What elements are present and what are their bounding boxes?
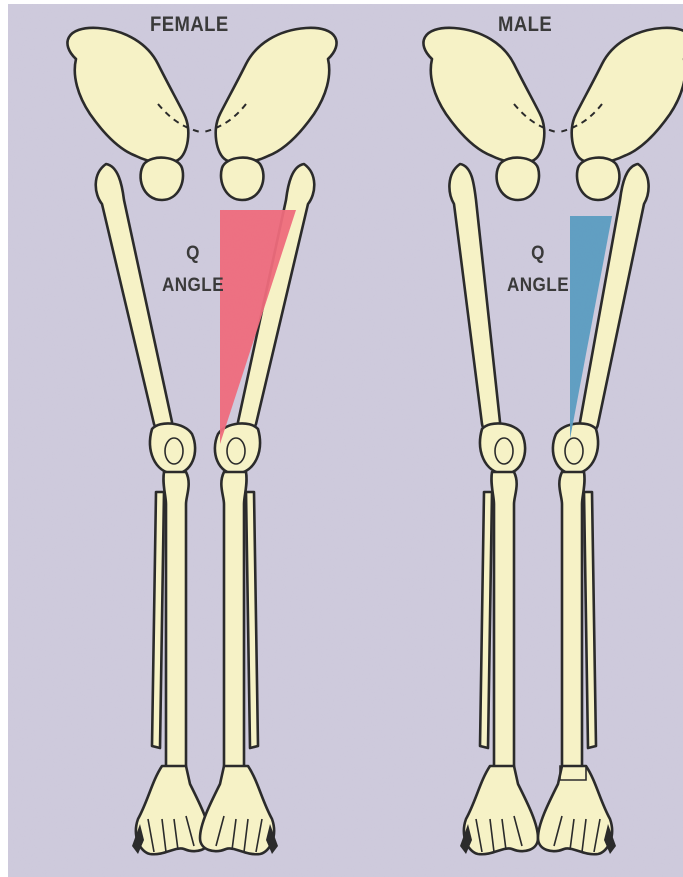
skeleton-diagram	[8, 4, 683, 877]
male-q-label: Q	[511, 244, 565, 263]
female-q-label: Q	[166, 244, 220, 263]
male-angle-label: ANGLE	[507, 276, 570, 295]
male-title: MALE	[498, 14, 552, 35]
female-title: FEMALE	[150, 14, 229, 35]
female-angle-label: ANGLE	[162, 276, 225, 295]
q-angle-figure: FEMALE MALE Q ANGLE Q ANGLE	[8, 4, 683, 877]
